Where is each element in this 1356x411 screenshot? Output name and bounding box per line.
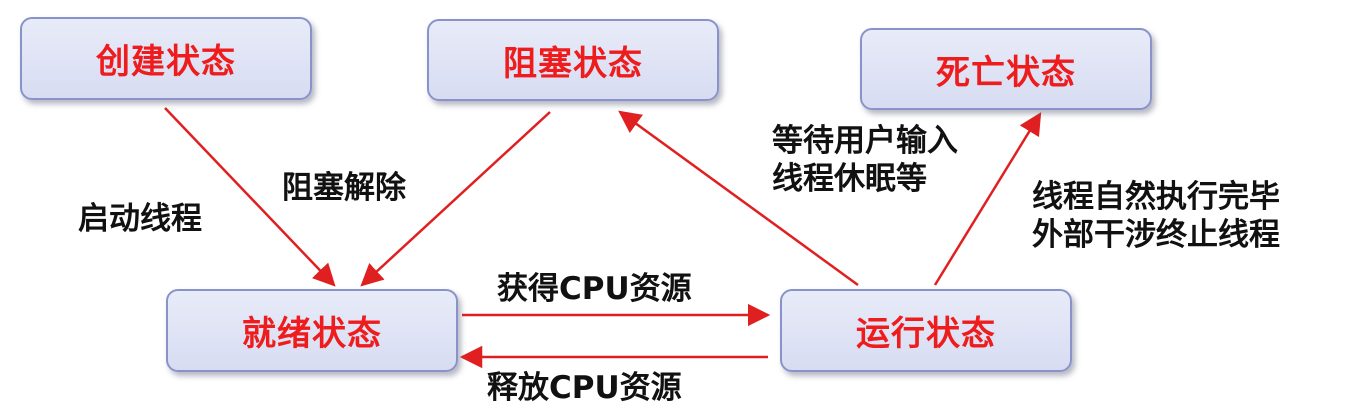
label-to-dead-line-1: 线程自然执行完毕 (1032, 179, 1280, 215)
arrow-running-to-blocked (618, 110, 859, 287)
arrow-create-to-ready (164, 107, 336, 287)
state-ready-label: 就绪状态 (242, 314, 382, 354)
label-acquire-cpu: 获得CPU资源 (497, 271, 692, 307)
state-blocked: 阻塞状态 (427, 19, 719, 101)
arrow-blocked-to-ready (360, 111, 551, 287)
label-release-cpu: 释放CPU资源 (487, 370, 682, 406)
label-to-dead-line-2: 外部干涉终止线程 (1032, 217, 1280, 253)
label-unblock: 阻塞解除 (282, 170, 406, 206)
state-create-label: 创建状态 (96, 42, 236, 82)
state-dead: 死亡状态 (860, 28, 1152, 110)
arrow-running-to-dead (933, 112, 1042, 286)
state-ready: 就绪状态 (166, 289, 458, 372)
state-running: 运行状态 (780, 289, 1072, 372)
label-to-blocked: 等待用户输入 线程休眠等 (772, 122, 958, 198)
state-create: 创建状态 (20, 17, 312, 100)
state-running-label: 运行状态 (856, 314, 996, 354)
label-to-dead: 线程自然执行完毕 外部干涉终止线程 (1032, 178, 1280, 254)
label-start-thread: 启动线程 (78, 201, 202, 237)
state-blocked-label: 阻塞状态 (503, 43, 643, 84)
state-dead-label: 死亡状态 (936, 52, 1076, 93)
label-to-blocked-line-2: 线程休眠等 (772, 161, 927, 197)
label-to-blocked-line-1: 等待用户输入 (772, 123, 958, 159)
